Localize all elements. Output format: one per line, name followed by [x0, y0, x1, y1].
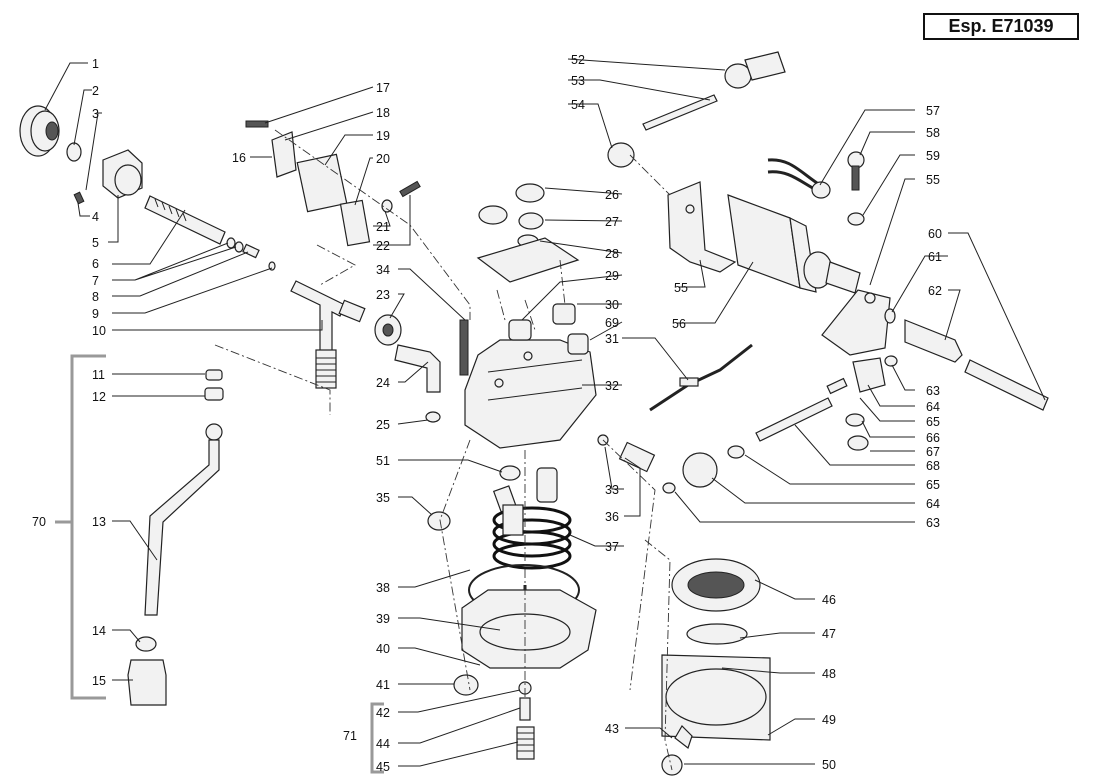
callout-30: 30 [605, 298, 619, 312]
callout-55-a: 55 [674, 281, 688, 295]
callout-45: 45 [376, 760, 390, 774]
callout-43: 43 [605, 722, 619, 736]
callout-63-b: 63 [926, 516, 940, 530]
steam-pipe-10 [290, 280, 366, 389]
callout-15: 15 [92, 674, 106, 688]
callout-23: 23 [376, 288, 390, 302]
callout-66: 66 [926, 431, 940, 445]
callout-34: 34 [376, 263, 390, 277]
callout-54: 54 [571, 98, 585, 112]
callout-20: 20 [376, 152, 390, 166]
group-bracket-71 [370, 702, 384, 774]
document-reference: Esp. E71039 [923, 13, 1079, 40]
callout-59: 59 [926, 149, 940, 163]
callout-6: 6 [92, 257, 99, 271]
callout-58: 58 [926, 126, 940, 140]
valve-body-36 [427, 434, 656, 531]
callout-55-b: 55 [926, 173, 940, 187]
wire-31 [649, 343, 753, 412]
callout-25: 25 [376, 418, 390, 432]
callout-67: 67 [926, 445, 940, 459]
callout-52: 52 [571, 53, 585, 67]
callout-35: 35 [376, 491, 390, 505]
callout-32: 32 [605, 379, 619, 393]
callout-leaders [44, 58, 1046, 767]
callout-64-a: 64 [926, 400, 940, 414]
callout-9: 9 [92, 307, 99, 321]
callout-70: 70 [32, 515, 46, 529]
callout-5: 5 [92, 236, 99, 250]
group-bracket-70 [55, 354, 106, 700]
callout-41: 41 [376, 678, 390, 692]
callout-65-b: 65 [926, 478, 940, 492]
callout-57: 57 [926, 104, 940, 118]
callout-16: 16 [232, 151, 246, 165]
wand-tube-70 [127, 369, 224, 706]
callout-33: 33 [605, 483, 619, 497]
callout-65-a: 65 [926, 415, 940, 429]
wires-57-58-59 [767, 151, 865, 226]
callout-17: 17 [376, 81, 390, 95]
callout-64-b: 64 [926, 497, 940, 511]
diaphragm-cover-32 [459, 319, 597, 449]
callout-4: 4 [92, 210, 99, 224]
callout-36: 36 [605, 510, 619, 524]
solenoid-valve-55 [667, 181, 896, 356]
callout-13: 13 [92, 515, 106, 529]
callout-24: 24 [376, 376, 390, 390]
callout-2: 2 [92, 84, 99, 98]
callout-48: 48 [822, 667, 836, 681]
callout-40: 40 [376, 642, 390, 656]
callout-60: 60 [928, 227, 942, 241]
callout-51: 51 [376, 454, 390, 468]
callout-50: 50 [822, 758, 836, 772]
callout-47: 47 [822, 627, 836, 641]
spring-37 [492, 504, 572, 570]
callout-12: 12 [92, 390, 106, 404]
callout-29: 29 [605, 269, 619, 283]
microswitch-parts [245, 120, 421, 247]
callout-38: 38 [376, 581, 390, 595]
callout-69: 69 [605, 316, 619, 330]
callout-46: 46 [822, 593, 836, 607]
callout-10: 10 [92, 324, 106, 338]
callout-53: 53 [571, 74, 585, 88]
callout-1: 1 [92, 57, 99, 71]
callout-68: 68 [926, 459, 940, 473]
lower-housing-46-50 [661, 558, 771, 776]
callout-28: 28 [605, 247, 619, 261]
callout-42: 42 [376, 706, 390, 720]
callout-11: 11 [92, 368, 105, 382]
callout-labels: 1 2 3 4 5 6 7 8 9 10 11 12 13 14 15 16 1… [32, 53, 942, 774]
callout-7: 7 [92, 274, 99, 288]
callout-21: 21 [376, 220, 390, 234]
callout-26: 26 [605, 188, 619, 202]
knob-assembly [19, 105, 276, 271]
callout-71: 71 [343, 729, 357, 743]
callout-37: 37 [605, 540, 619, 554]
callout-3: 3 [92, 107, 99, 121]
callout-56: 56 [672, 317, 686, 331]
callout-31: 31 [605, 332, 619, 346]
callout-18: 18 [376, 106, 390, 120]
upper-valve-stack [476, 183, 589, 355]
callout-44: 44 [376, 737, 390, 751]
callout-62: 62 [928, 284, 942, 298]
callout-14: 14 [92, 624, 106, 638]
fittings-60-68 [662, 319, 1049, 494]
callout-63-a: 63 [926, 384, 940, 398]
callout-61: 61 [928, 250, 942, 264]
callout-39: 39 [376, 612, 390, 626]
pin-52-53-54 [607, 51, 786, 168]
callout-49: 49 [822, 713, 836, 727]
callout-27: 27 [605, 215, 619, 229]
callout-8: 8 [92, 290, 99, 304]
callout-22: 22 [376, 239, 390, 253]
callout-19: 19 [376, 129, 390, 143]
assembly-axis-lines [214, 129, 673, 771]
elbow-and-nut [374, 314, 441, 423]
